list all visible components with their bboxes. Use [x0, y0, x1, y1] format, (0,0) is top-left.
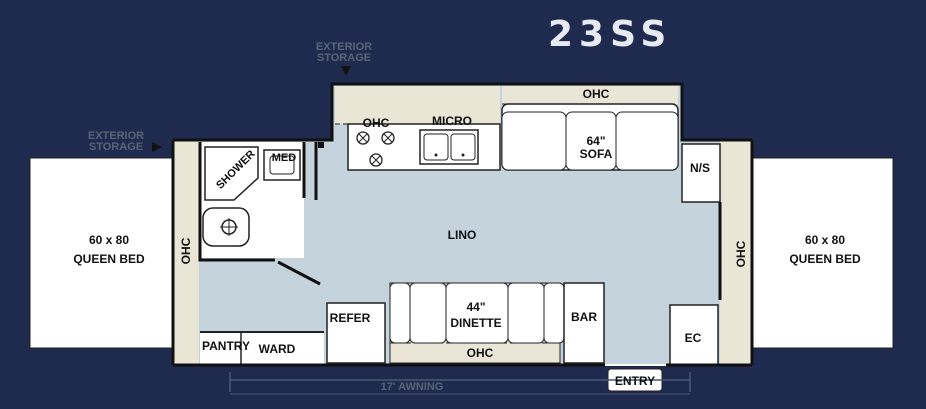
interior-walls	[198, 142, 722, 300]
refrigerator	[326, 302, 386, 364]
ohc-kitchen-label: OHC	[363, 116, 390, 130]
left-bed-label: QUEEN BED	[73, 252, 145, 266]
dinette-label: DINETTE	[450, 316, 501, 330]
awning	[229, 372, 691, 395]
exterior-storage-left-arrow	[152, 142, 162, 152]
exterior-storage-top-label-1: EXTERIOR	[316, 41, 372, 53]
refer-label: REFER	[330, 311, 371, 325]
ohc-right-label: OHC	[734, 240, 748, 267]
ec-label: EC	[685, 331, 702, 345]
sofa-size-label: 64"	[586, 134, 605, 148]
right-ohc-cabinet	[720, 140, 752, 365]
entry-label: ENTRY	[615, 374, 655, 388]
dinette-size-label: 44"	[466, 300, 485, 314]
pantry-wardrobe	[200, 332, 324, 365]
exterior-walls	[171, 82, 754, 367]
ns-label: N/S	[690, 161, 710, 175]
awning-label: 17' AWNING	[381, 381, 444, 393]
ohc-dinette-label: OHC	[467, 346, 494, 360]
lino-label: LINO	[448, 228, 477, 242]
right-bed-label: QUEEN BED	[789, 252, 861, 266]
med-label: MED	[272, 152, 297, 164]
nightstand	[681, 143, 721, 203]
micro-label: MICRO	[432, 114, 472, 128]
right-bed-size-label: 60 x 80	[805, 233, 845, 247]
stove-icon	[356, 131, 395, 167]
left-bed	[29, 157, 174, 349]
kitchen-ohc-cabinet	[335, 86, 500, 124]
bar-cabinet	[563, 282, 605, 364]
bar-label: BAR	[571, 310, 597, 324]
left-ohc-cabinet	[173, 140, 199, 365]
right-bed	[751, 157, 894, 349]
exterior-storage-left-label-1: EXTERIOR	[88, 130, 144, 142]
model-title: 23SS	[548, 14, 672, 55]
entertainment-center	[669, 304, 719, 366]
exterior-storage-top-arrow	[341, 66, 351, 76]
ohc-sofa-label: OHC	[583, 87, 610, 101]
shower-stall	[204, 146, 259, 201]
pantry-label: PANTRY	[202, 339, 250, 353]
kitchen-sink-icon	[419, 129, 479, 165]
left-bed-size-label: 60 x 80	[89, 233, 129, 247]
sofa-label: SOFA	[580, 147, 613, 161]
ward-label: WARD	[259, 342, 296, 356]
exterior-storage-top-label-2: STORAGE	[317, 52, 371, 64]
exterior-storage-left-label-2: STORAGE	[89, 141, 143, 153]
ohc-left-label: OHC	[179, 237, 193, 264]
sofa-ohc-cabinet	[502, 86, 678, 104]
